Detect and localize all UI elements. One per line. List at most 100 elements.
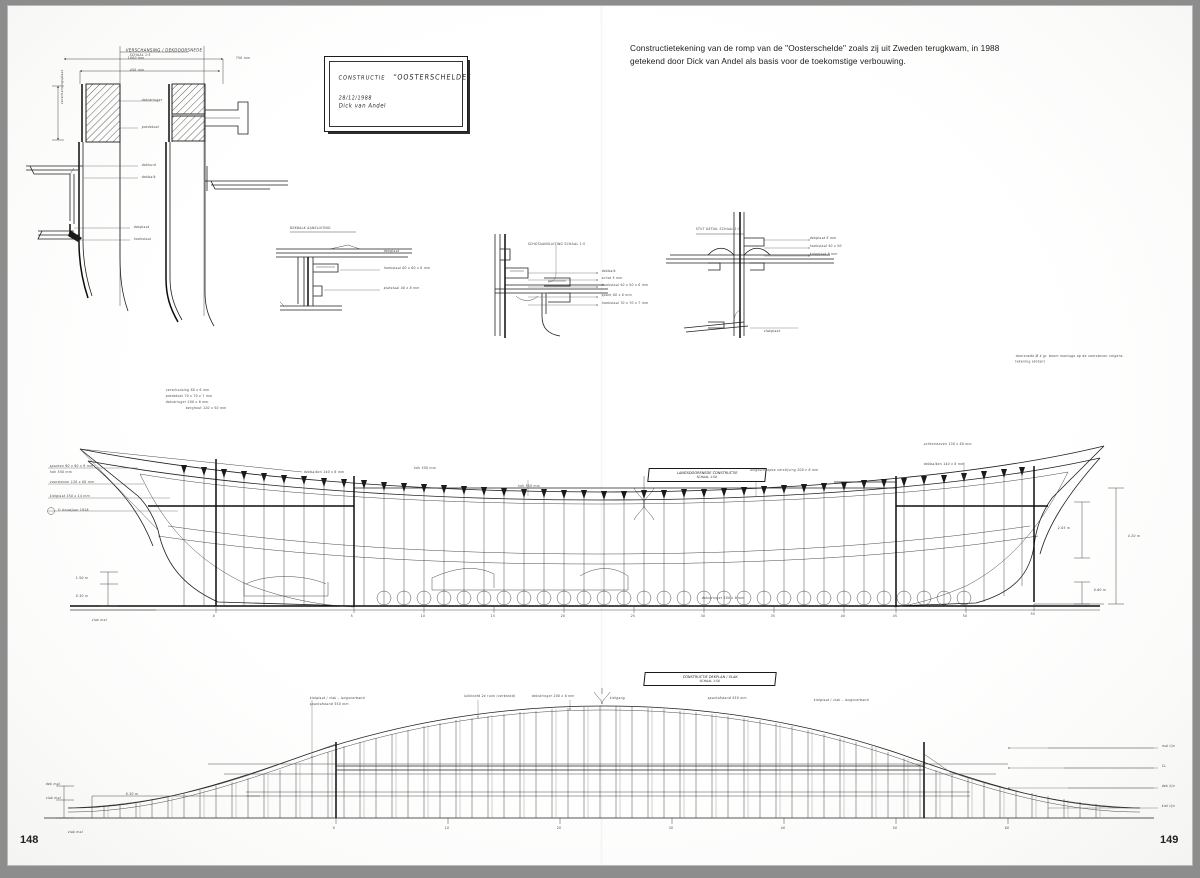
hull-stern-note-1: dekbalken 140 x 8 mm — [303, 470, 345, 475]
deck-small-dim: 0.30 m — [125, 792, 139, 797]
bulwark-note-4: dekbalk — [141, 175, 156, 180]
hull-profile-label-line2: SCHAAL 1:50 — [696, 475, 718, 479]
bulkhead-note-3: hoekstaal 50 x 50 x 6 mm — [601, 283, 649, 288]
hull-baseline-label: vlak mal — [91, 618, 108, 623]
hull-station-ticks — [215, 604, 1035, 613]
deck-callout-5: kielgang — [609, 696, 626, 701]
hull-bow-note-3: voorsteven 120 x 60 mm — [49, 480, 95, 485]
hull-bow-note-1: spanten 90 x 90 x 9 mm — [49, 464, 94, 469]
drawing-title-block: CONSTRUCTIE “OOSTERSCHELDE” 28/12/1988 D… — [324, 56, 472, 134]
hull-stern-note-3: langsscheepse verstijving 200 x 8 mm — [749, 468, 819, 473]
title-block-frame: CONSTRUCTIE “OOSTERSCHELDE” 28/12/1988 D… — [324, 56, 472, 132]
deck-callout-6: spantafstand 550 mm — [707, 696, 747, 701]
deck-callout-3: luikhoofd 2e ruim (verbreed) — [463, 694, 516, 699]
hull-bow-note-2: hoh 550 mm — [49, 470, 73, 475]
deck-plan-label-line2: SCHAAL 1:50 — [699, 679, 721, 683]
hull-bow-note-5: © bouwjaar 1918 — [57, 508, 89, 513]
deck-plan-right-labels — [1048, 747, 1158, 809]
deck-left-label-1: dek mal — [45, 782, 61, 787]
title-block-signature: Dick van Andel — [338, 103, 387, 110]
hull-dim-label-1: 4.20 m — [1127, 534, 1141, 539]
deck-plan-frames-secondary — [107, 706, 1101, 818]
deck-plan-station-ticks — [335, 818, 1009, 824]
deck-station-6: 60 — [1004, 826, 1010, 831]
tbeam-heading-note: DEKBALK AANSLUITING — [289, 226, 331, 231]
hull-station-0: 0 — [212, 614, 216, 619]
drawing-stanchion-detail — [666, 212, 834, 338]
hull-stern-note-4: achtersteven 130 x 60 mm — [923, 442, 973, 447]
hull-spec-note-3: dekstringer 200 x 8 mm — [165, 400, 209, 405]
tbeam-note-2: hoekstaal 60 x 60 x 6 mm — [383, 266, 431, 271]
hull-bow-note-4: kielplaat 350 x 14 mm — [49, 494, 91, 499]
hull-stern-note-2: hoh 550 mm — [413, 466, 437, 471]
deck-station-5: 50 — [892, 826, 898, 831]
bulkhead-heading-note: SCHOTAANSLUITING SCHAAL 1:5 — [527, 242, 586, 247]
deck-right-label-3: dek lijn — [1161, 784, 1176, 789]
hull-dim-label-4: 1.50 m — [75, 576, 89, 581]
deck-station-1: 10 — [444, 826, 450, 831]
bulwark-note-2: potdeksel — [141, 125, 160, 130]
bulkhead-note-5: hoekstaal 70 x 70 x 7 mm — [601, 301, 649, 306]
bulwark-height-dim: verschansingsplaat — [60, 69, 64, 105]
bulwark-dim-2: 750 mm — [235, 56, 251, 61]
stanchion-note-3: knieplaat 8 mm — [809, 252, 838, 257]
deck-callout-7: kielplaat / vlak – langsverband — [813, 698, 869, 703]
deck-plan-frames — [103, 706, 1097, 818]
bulwark-heading-note: VERSCHANSING / DEKDOORSNEDE — [125, 47, 203, 53]
bulwark-note-1: dekstringer — [141, 98, 163, 103]
drawing-bulkhead-detail — [494, 234, 608, 338]
paper-page: Constructietekening van de romp van de "… — [8, 6, 1192, 865]
stanchion-note-4: vlakplaat — [763, 329, 781, 334]
page-number-left: 148 — [20, 834, 39, 846]
bulwark-dim-3: 450 mm — [129, 68, 145, 73]
page-number-right: 149 — [1160, 834, 1179, 846]
hull-dim-label-2: 2.65 m — [1057, 526, 1071, 531]
deck-station-3: 30 — [668, 826, 674, 831]
title-block-heading-prefix: CONSTRUCTIE — [338, 75, 386, 82]
drawing-hull-profile — [47, 445, 1124, 613]
deck-plan-label-box: CONSTRUCTIE DEKPLAN / VLAK SCHAAL 1:50 — [643, 672, 777, 686]
hull-dim-label-3: 0.80 m — [1093, 588, 1107, 593]
hull-station-7: 35 — [770, 614, 776, 619]
deck-right-label-2: CL — [1161, 764, 1167, 769]
hull-mid-note: hoh 550 mm — [517, 484, 541, 489]
hull-left-dimension-ladder — [70, 571, 156, 611]
right-margin-note: doorsnede Ø 4 gr. boom montage op de voo… — [1015, 354, 1123, 364]
figure-caption: Constructietekening van de romp van de "… — [630, 43, 1000, 66]
stanchion-heading-note: STUT DETAIL SCHAAL 1:5 — [695, 227, 741, 232]
hull-station-10: 50 — [962, 614, 968, 619]
hull-floor-holes — [376, 590, 972, 606]
hull-spec-note-1: verschansing 60 x 6 mm — [165, 388, 210, 393]
hull-spec-note-2: potdeksel 70 x 70 x 7 mm — [165, 394, 213, 399]
hull-station-8: 40 — [840, 614, 846, 619]
hull-frame-heads — [181, 465, 1025, 500]
deck-station-0: 0 — [332, 826, 336, 831]
hull-stern-note-5: dekbalken 140 x 8 mm — [923, 462, 965, 467]
technical-drawing-canvas — [26, 46, 1158, 824]
deck-callout-1: kielplaat / vlak – langsverband — [309, 696, 365, 701]
tbeam-note-3: platstaal 40 x 8 mm — [383, 286, 420, 291]
hull-station-9: 45 — [892, 614, 898, 619]
drawing-bulwark-section — [26, 46, 288, 327]
title-block-heading: CONSTRUCTIE “OOSTERSCHELDE” — [338, 73, 472, 82]
hull-dim-label-5: 0.30 m — [75, 594, 89, 599]
deck-station-2: 20 — [556, 826, 562, 831]
hull-station-6: 30 — [700, 614, 706, 619]
deck-callout-2: spantafstand 550 mm — [309, 702, 349, 707]
title-block-inner-rule — [329, 61, 463, 127]
deck-callout-4: dekstringer 200 x 8 mm — [531, 694, 575, 699]
hull-right-dimension-ladder — [1034, 487, 1124, 605]
hull-station-4: 20 — [560, 614, 566, 619]
bulwark-note-6: hoekstaal — [133, 237, 152, 242]
hull-station-2: 10 — [420, 614, 426, 619]
deck-right-label-4: kiel lijn — [1161, 804, 1176, 809]
hull-station-11: 55 — [1030, 612, 1036, 617]
hull-station-5: 25 — [630, 614, 636, 619]
bulkhead-note-2: schot 5 mm — [601, 276, 623, 281]
stanchion-note-1: dekplaat 6 mm — [809, 236, 837, 241]
hull-station-3: 15 — [490, 614, 496, 619]
deck-baseline-note: vlak mal — [67, 830, 84, 835]
bulwark-dim-1: 1000 mm — [127, 56, 145, 61]
bulwark-note-5: dekplaat — [133, 225, 150, 230]
